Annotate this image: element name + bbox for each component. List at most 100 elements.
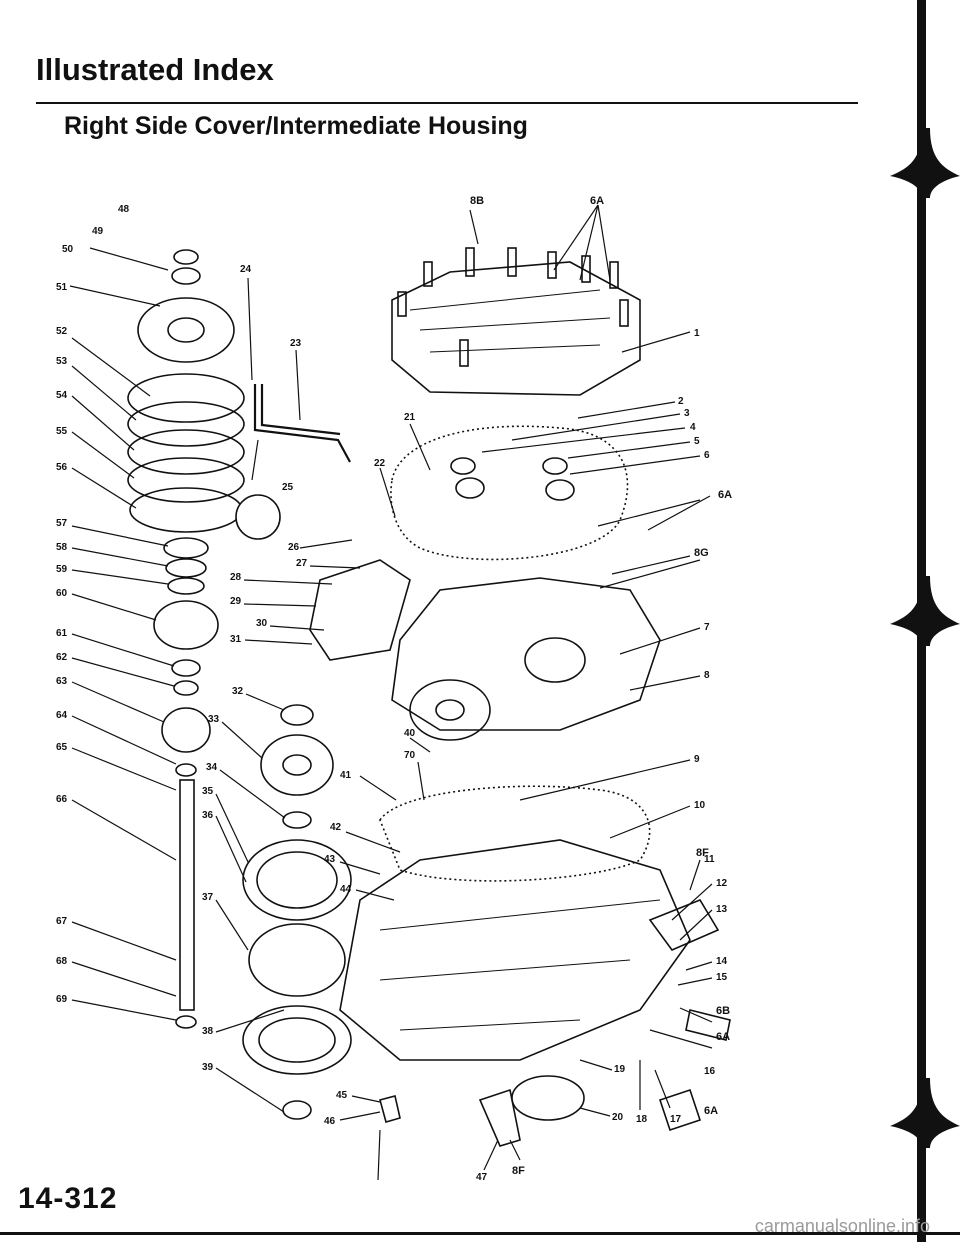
callout-28: 28	[230, 572, 242, 583]
ref-8B: 8B	[470, 195, 484, 207]
exploded-parts-diagram: 48 49 50 51 52 53 54 55 56 57 58 59 60 6…	[56, 195, 732, 1180]
callout-37: 37	[202, 892, 214, 903]
callout-63: 63	[56, 676, 68, 687]
lube-pipe	[253, 384, 351, 463]
valve-body	[309, 559, 411, 661]
callout-14: 14	[716, 956, 728, 967]
callout-53: 53	[56, 356, 68, 367]
ref-8F-right: 8F	[696, 847, 709, 859]
housing-gasket	[379, 785, 651, 882]
section-tab-marker	[890, 576, 960, 646]
callout-11: 11	[704, 854, 715, 865]
callout-26: 26	[288, 542, 300, 553]
callout-57: 57	[56, 518, 68, 529]
sensor-plug	[658, 1088, 702, 1132]
callout-52: 52	[56, 326, 68, 337]
countershaft-clutch-stack	[242, 704, 352, 1120]
callout-55: 55	[56, 426, 68, 437]
callout-21: 21	[404, 412, 416, 423]
callout-25: 25	[282, 482, 294, 493]
seal-ring	[511, 1075, 585, 1121]
callout-44: 44	[340, 884, 352, 895]
callout-40: 40	[404, 728, 416, 739]
callout-34: 34	[206, 762, 218, 773]
seal	[542, 457, 568, 475]
callout-16: 16	[704, 1066, 716, 1077]
callout-59: 59	[56, 564, 68, 575]
callout-8: 8	[704, 670, 710, 681]
ref-8F-bottom: 8F	[512, 1165, 525, 1177]
plug	[455, 477, 485, 499]
callout-69: 69	[56, 994, 68, 1005]
section-subtitle: Right Side Cover/Intermediate Housing	[64, 112, 528, 140]
callout-1: 1	[694, 328, 700, 339]
bottom-rule	[0, 1232, 960, 1235]
callout-48: 48	[118, 204, 130, 215]
bracket	[478, 1088, 521, 1147]
callout-5: 5	[694, 436, 700, 447]
callout-47: 47	[476, 1172, 488, 1180]
callout-38: 38	[202, 1026, 214, 1037]
callout-56: 56	[56, 462, 68, 473]
ref-6B: 6B	[716, 1005, 730, 1017]
callout-31: 31	[230, 634, 242, 645]
callout-45: 45	[336, 1090, 348, 1101]
callout-36: 36	[202, 810, 214, 821]
callout-7: 7	[704, 622, 710, 633]
page-title: Illustrated Index	[36, 52, 274, 87]
ref-8G: 8G	[694, 547, 709, 559]
callout-42: 42	[330, 822, 342, 833]
callout-62: 62	[56, 652, 68, 663]
ref-6A-top: 6A	[590, 195, 604, 207]
section-tab-marker	[890, 128, 960, 198]
leader-lines	[69, 204, 713, 1180]
callout-20: 20	[612, 1112, 624, 1123]
callout-61: 61	[56, 628, 68, 639]
callout-58: 58	[56, 542, 68, 553]
mainshaft-stack	[127, 249, 245, 1029]
callout-3: 3	[684, 408, 690, 419]
transmission-housing	[339, 839, 691, 1061]
callout-18: 18	[636, 1114, 648, 1125]
watermark: carmanualsonline.info	[754, 1216, 930, 1236]
callout-51: 51	[56, 282, 68, 293]
callout-24: 24	[240, 264, 252, 275]
filter-screen	[235, 494, 281, 540]
callout-65: 65	[56, 742, 68, 753]
callout-numbers: 48 49 50 51 52 53 54 55 56 57 58 59 60 6…	[56, 195, 732, 1180]
callout-67: 67	[56, 916, 68, 927]
callout-54: 54	[56, 390, 68, 401]
callout-50: 50	[62, 244, 74, 255]
speed-sensor	[648, 899, 720, 951]
callout-49: 49	[92, 226, 104, 237]
callout-46: 46	[324, 1116, 336, 1127]
ref-6A-r2: 6A	[704, 1105, 718, 1117]
seal	[450, 457, 476, 475]
callout-15: 15	[716, 972, 728, 983]
callout-13: 13	[716, 904, 728, 915]
callout-33: 33	[208, 714, 220, 725]
cover-gasket	[390, 425, 629, 561]
callout-39: 39	[202, 1062, 214, 1073]
page-number: 14-312	[18, 1182, 118, 1215]
sensor-harness	[685, 1009, 731, 1041]
callout-12: 12	[716, 878, 728, 889]
callout-30: 30	[256, 618, 268, 629]
callout-64: 64	[56, 710, 68, 721]
callout-41: 41	[340, 770, 352, 781]
callout-9: 9	[694, 754, 700, 765]
callout-23: 23	[290, 338, 302, 349]
ref-6A-r1: 6A	[716, 1031, 730, 1043]
callout-17: 17	[670, 1114, 682, 1125]
title-rule	[36, 102, 858, 104]
callout-2: 2	[678, 396, 684, 407]
callout-35: 35	[202, 786, 214, 797]
right-side-cover	[391, 261, 641, 396]
callout-68: 68	[56, 956, 68, 967]
ref-6A-cover: 6A	[718, 489, 732, 501]
callout-22: 22	[374, 458, 386, 469]
plug	[545, 479, 575, 501]
callout-66: 66	[56, 794, 68, 805]
drain-bolt	[379, 1095, 401, 1123]
callout-27: 27	[296, 558, 308, 569]
